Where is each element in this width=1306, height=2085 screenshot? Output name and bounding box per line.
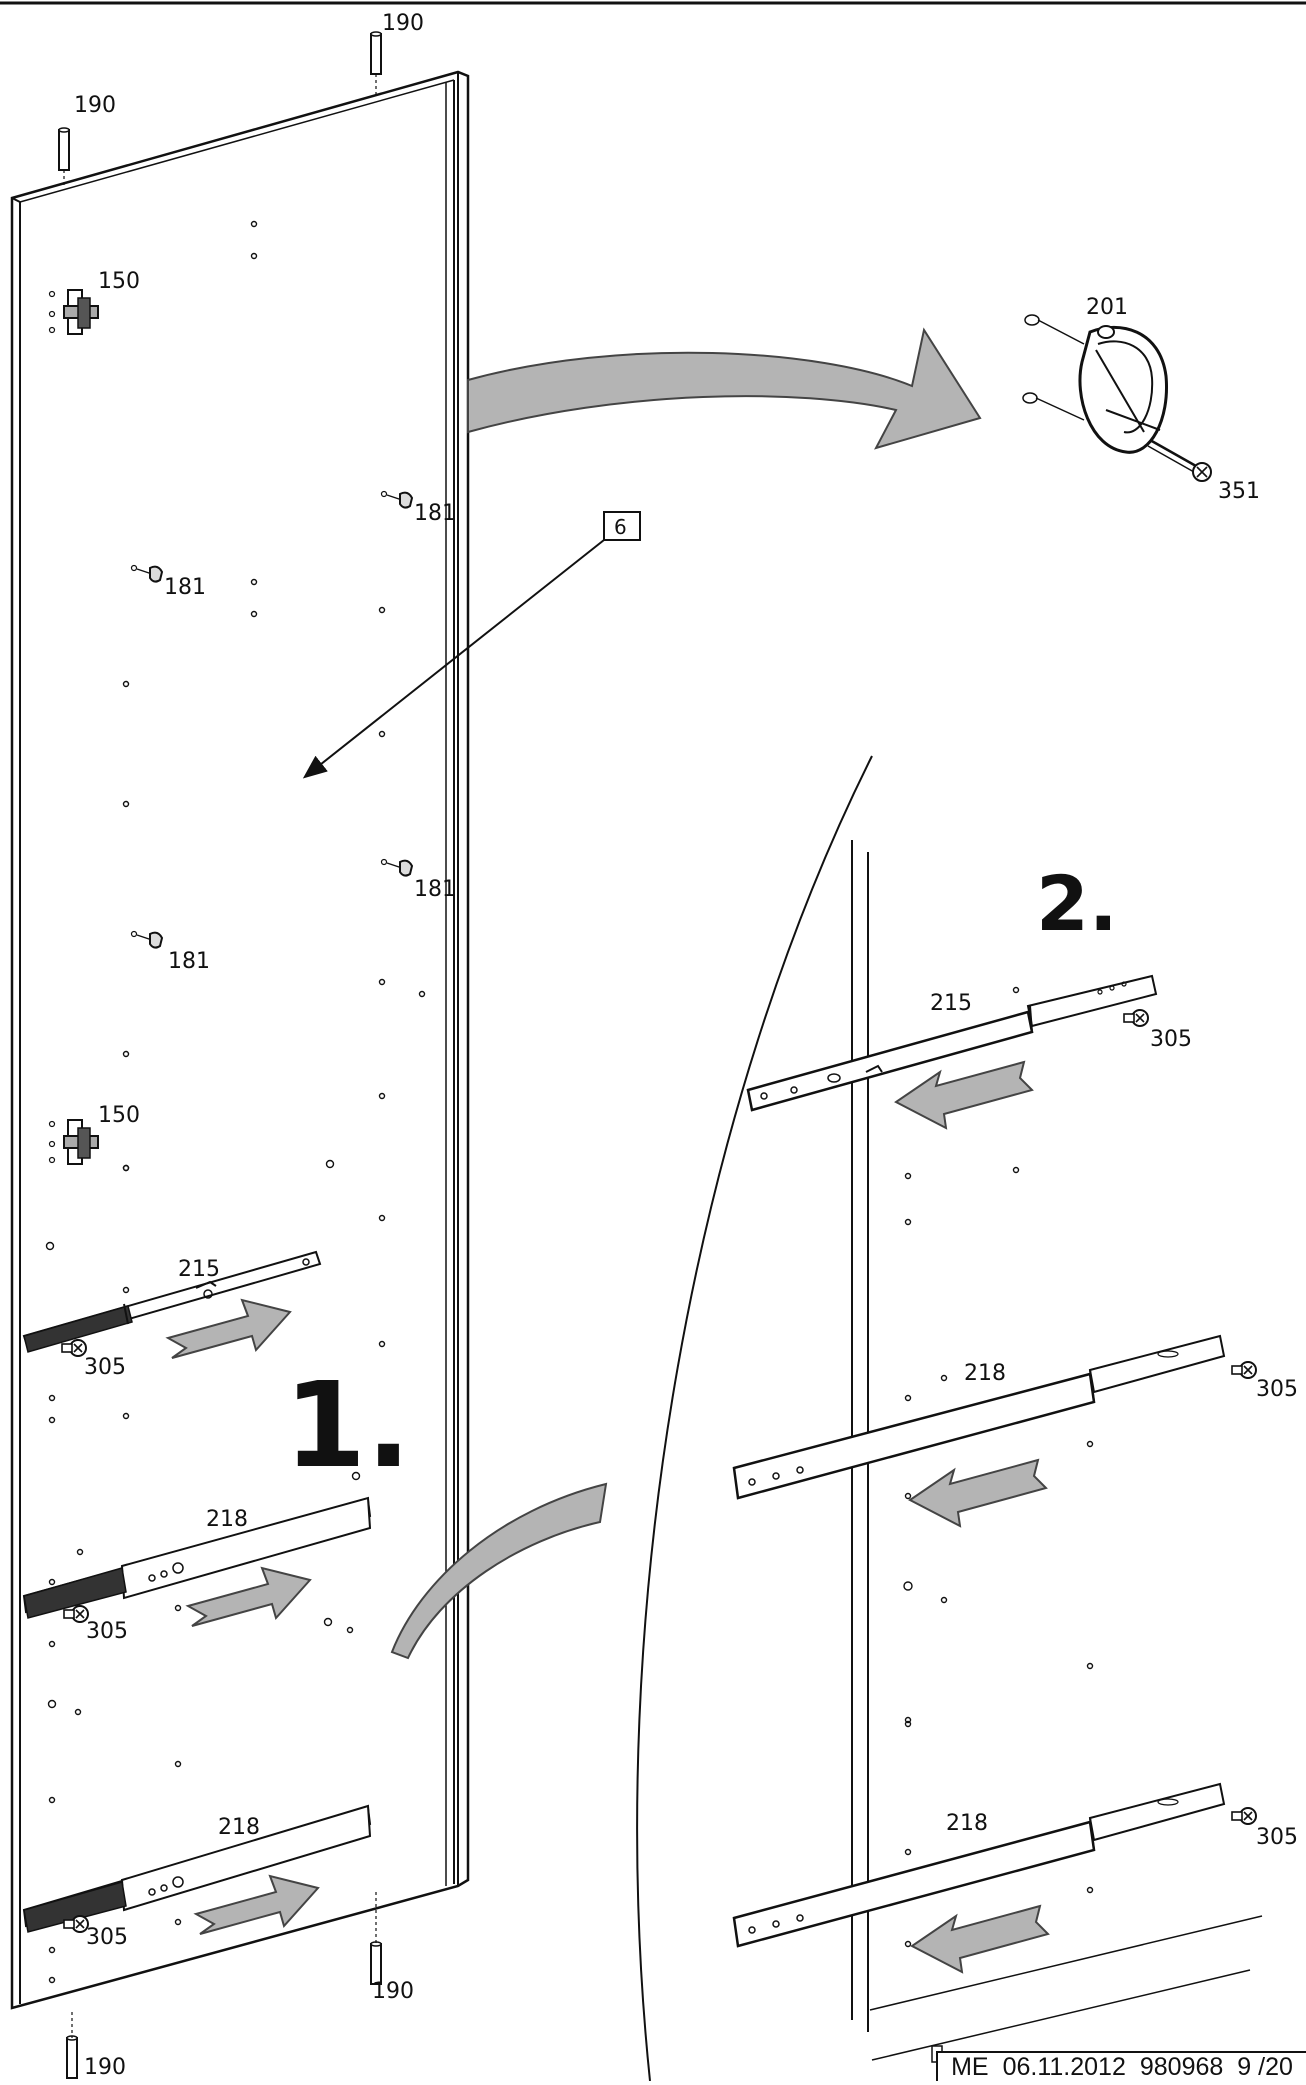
step-2-number: 2. — [1036, 859, 1118, 948]
part-6-box — [603, 511, 641, 541]
dowel-pin-bottom-left-icon — [66, 2035, 78, 2079]
label-305-step1-c: 305 — [86, 1925, 128, 1950]
label-190-bottom-right: 190 — [372, 1979, 414, 2004]
footer-initials: ME — [951, 2052, 989, 2081]
label-190-top-left: 190 — [74, 93, 116, 118]
label-305-step1-b: 305 — [86, 1619, 128, 1644]
label-190-top-right: 190 — [382, 11, 424, 36]
label-190-bottom-left: 190 — [84, 2055, 126, 2080]
label-181-d: 181 — [168, 949, 210, 974]
label-150-lower: 150 — [98, 1103, 140, 1128]
label-218-step1-low: 218 — [218, 1815, 260, 1840]
part-6-leader — [302, 539, 605, 779]
label-218-step1-mid: 218 — [206, 1507, 248, 1532]
runner-218-step1-low — [22, 1804, 372, 1933]
push-arrows-step2 — [894, 1060, 1050, 1974]
detail-circle-arc — [636, 755, 873, 2082]
detail-arrow-top — [467, 327, 982, 450]
dowel-pin-top-right-icon — [370, 31, 382, 75]
screw-305-detail1-icon — [1123, 1009, 1149, 1027]
label-215-step2: 215 — [930, 991, 972, 1016]
runner-215-step2 — [746, 974, 1158, 1112]
screw-305-detail3-icon — [1231, 1807, 1257, 1825]
label-part-6: 6 — [614, 515, 627, 539]
label-150-top: 150 — [98, 269, 140, 294]
panel-holes — [45, 220, 426, 1984]
label-305-step2-c: 305 — [1256, 1825, 1298, 1850]
label-181-a: 181 — [414, 501, 456, 526]
dowel-pin-bottom-right-icon — [370, 1941, 382, 1985]
runner-218-step1-mid — [22, 1496, 372, 1619]
footer-info-box: ME 06.11.2012 980968 9 /20 — [936, 2051, 1306, 2081]
detail-bottom-edge — [869, 1915, 1263, 2011]
detail-arrow-bottom — [390, 1482, 608, 1660]
label-201: 201 — [1086, 295, 1128, 320]
label-218-step2-low: 218 — [946, 1811, 988, 1836]
label-305-step2-b: 305 — [1256, 1377, 1298, 1402]
detail-holes — [903, 986, 1094, 1948]
label-181-b: 181 — [164, 575, 206, 600]
footer-date: 06.11.2012 — [1002, 2052, 1126, 2081]
detail-bottom-edge-2 — [871, 1969, 1251, 2061]
runner-218-step2-mid — [732, 1334, 1226, 1500]
label-181-c: 181 — [414, 877, 456, 902]
runner-215-step1 — [22, 1250, 322, 1353]
side-panel — [10, 70, 470, 2010]
label-218-step2-mid: 218 — [964, 1361, 1006, 1386]
label-215-step1: 215 — [178, 1257, 220, 1282]
footer-page: 9 /20 — [1237, 2052, 1293, 2081]
runner-218-step2-low — [732, 1782, 1226, 1948]
dowel-pin-top-left-icon — [58, 127, 70, 171]
push-arrows-step1 — [165, 1298, 320, 1935]
label-305-step2-a: 305 — [1150, 1027, 1192, 1052]
detail-connector-201 — [1022, 314, 1212, 482]
label-351: 351 — [1218, 479, 1260, 504]
screw-305-detail2-icon — [1231, 1361, 1257, 1379]
step-1-number: 1. — [284, 1356, 411, 1494]
label-305-step1-a: 305 — [84, 1355, 126, 1380]
footer-code: 980968 — [1139, 2052, 1224, 2081]
